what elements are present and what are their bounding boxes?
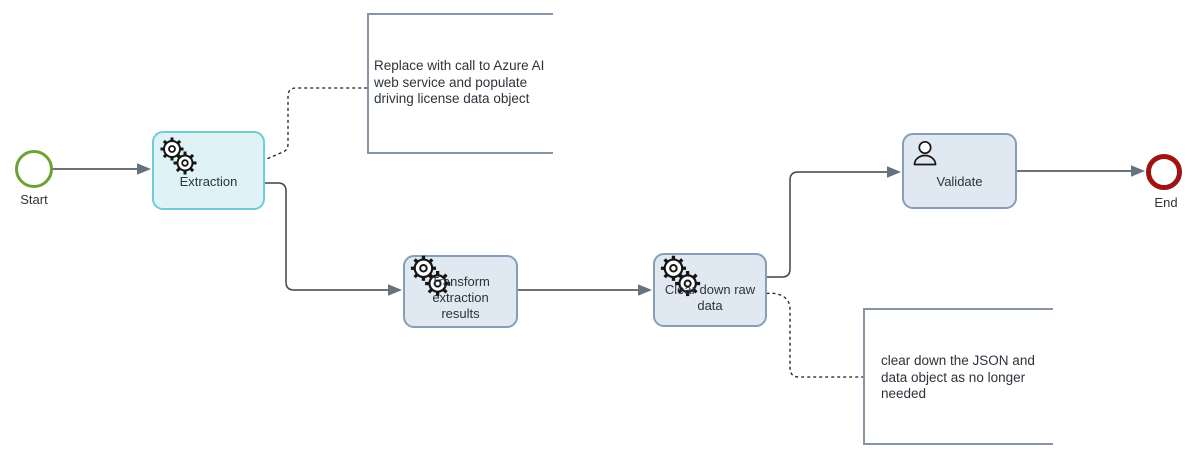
- annotation-azure-text: Replace with call to Azure AI web servic…: [374, 58, 545, 106]
- task-transform-label: Transform extraction results: [431, 274, 490, 321]
- task-validate[interactable]: Validate: [902, 133, 1017, 209]
- start-event-label: Start: [20, 192, 48, 207]
- flow-validate-to-end[interactable]: [1017, 165, 1145, 177]
- task-validate-label: Validate: [936, 174, 983, 189]
- flow-cleardown-to-validate[interactable]: [767, 166, 901, 278]
- text-annotation-azure[interactable]: Replace with call to Azure AI web servic…: [367, 13, 553, 154]
- end-event-label: End: [1154, 195, 1178, 210]
- text-annotation-cleardown[interactable]: clear down the JSON and data object as n…: [863, 308, 1053, 445]
- flow-transform-to-cleardown[interactable]: [518, 284, 652, 296]
- task-extraction[interactable]: Extraction: [152, 131, 265, 210]
- gears-icon: [159, 136, 198, 176]
- flow-start-to-extraction[interactable]: [52, 163, 151, 175]
- user-icon: [913, 140, 937, 166]
- flow-extraction-to-transform[interactable]: [265, 182, 402, 296]
- association-cleardown-to-cleardown-note[interactable]: [754, 292, 863, 378]
- task-clear-down-raw-data[interactable]: Clear down raw data: [653, 253, 767, 327]
- start-event[interactable]: [15, 150, 53, 188]
- annotation-cleardown-text: clear down the JSON and data object as n…: [881, 353, 1035, 401]
- association-extraction-to-azure-note[interactable]: [261, 87, 367, 162]
- task-extraction-label: Extraction: [179, 174, 238, 189]
- task-cleardown-label: Clear down raw data: [664, 282, 756, 313]
- task-transform-extraction-results[interactable]: Transform extraction results: [403, 254, 518, 328]
- end-event[interactable]: [1146, 154, 1182, 190]
